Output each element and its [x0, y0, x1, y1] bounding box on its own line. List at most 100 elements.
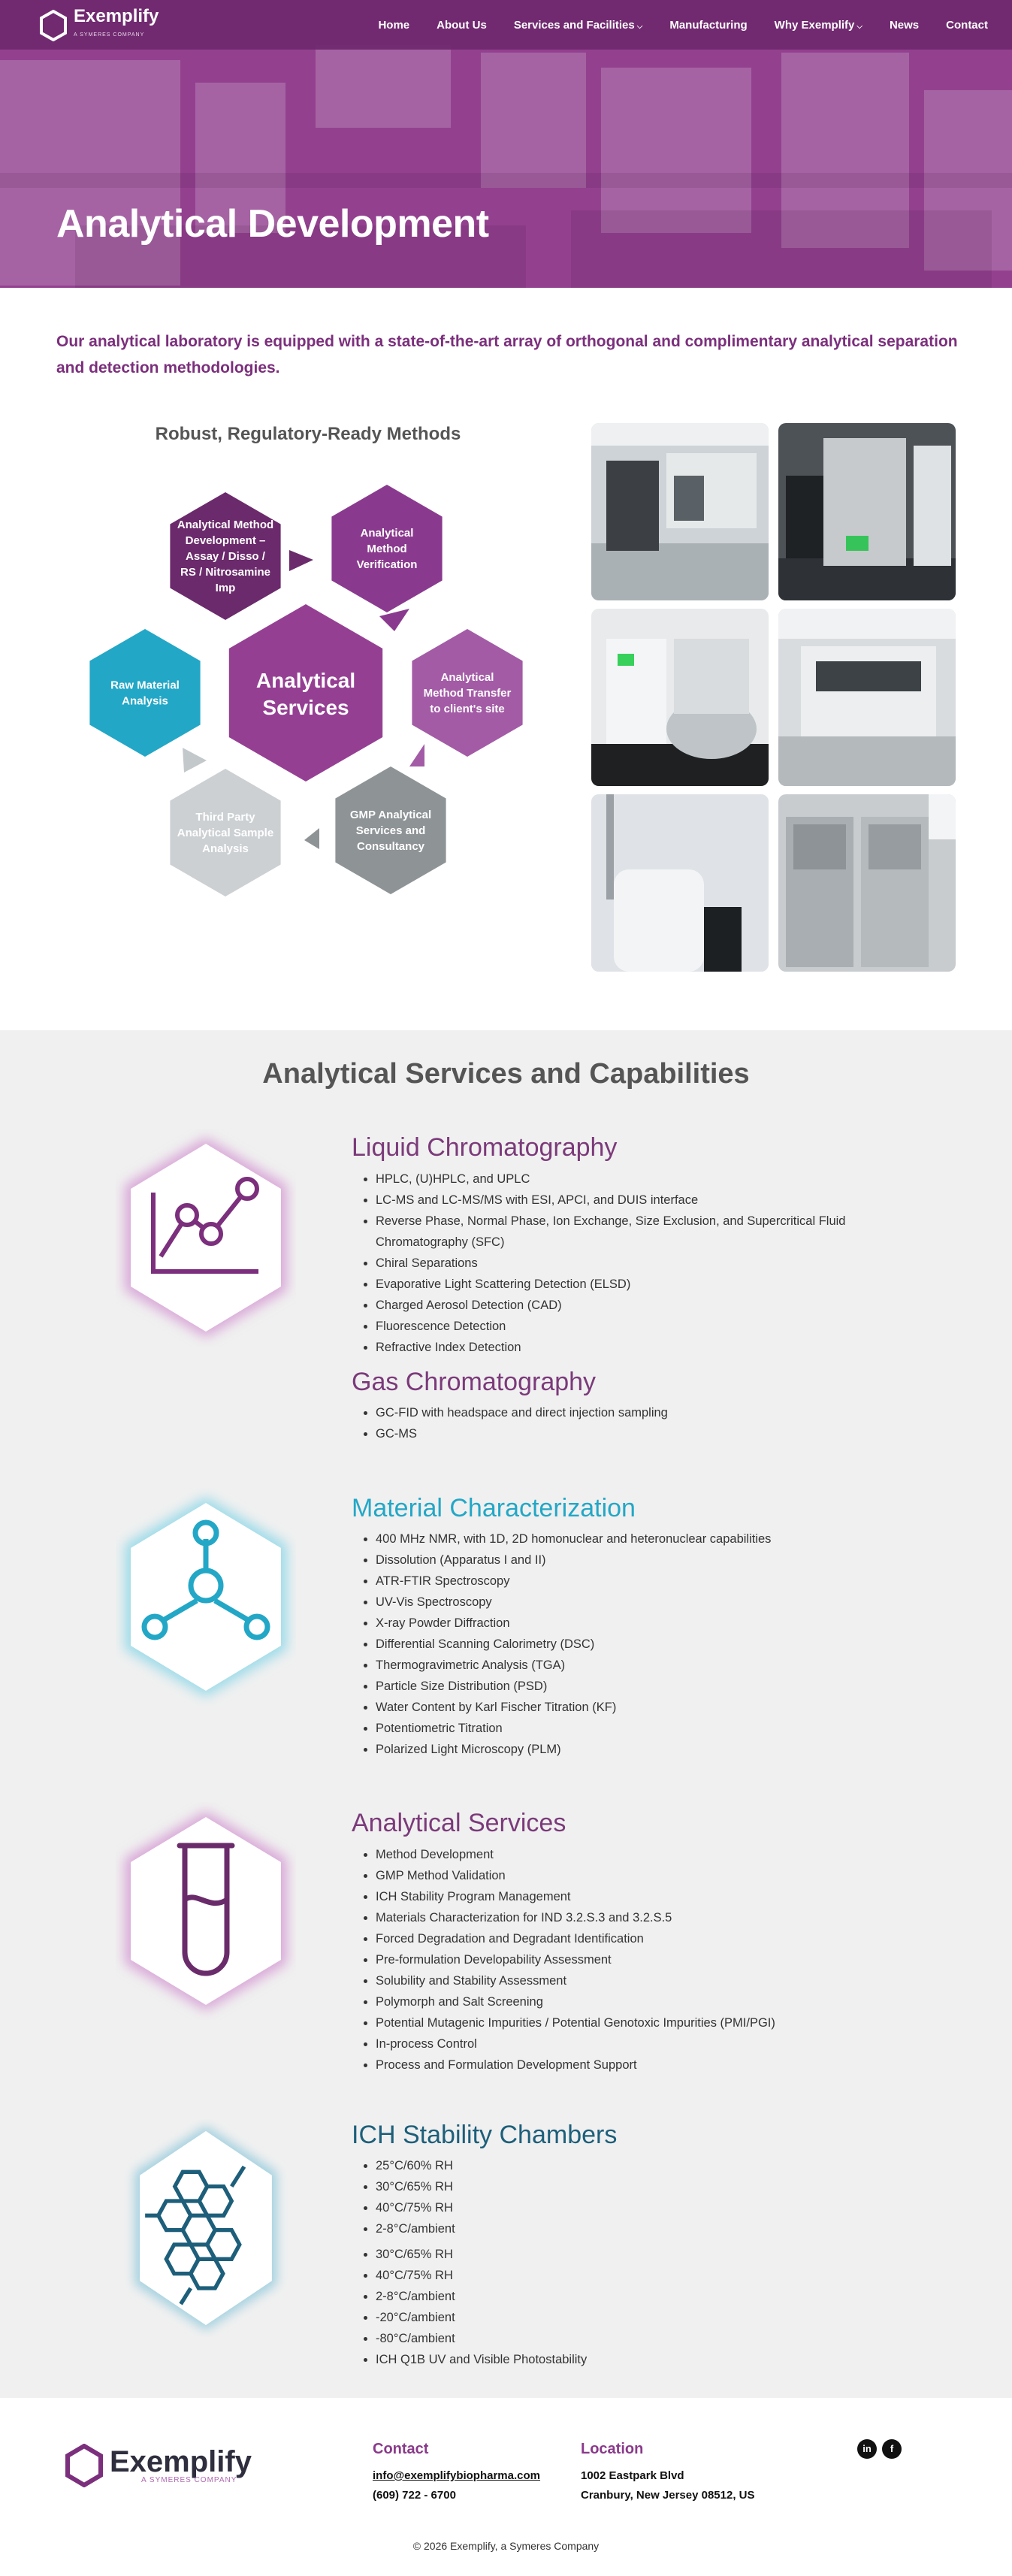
nav-link-services-and-facilities[interactable]: Services and Facilities⌵	[513, 18, 643, 32]
list-item: In-process Control	[364, 2033, 917, 2054]
list-item: Process and Formulation Development Supp…	[364, 2054, 917, 2076]
nav-link-about-us[interactable]: About Us	[437, 18, 487, 32]
intro-text: Our analytical laboratory is equipped wi…	[56, 333, 958, 376]
category-list-gas-chromatography: GC-FID with headspace and direct injecti…	[364, 1402, 917, 1444]
nav-link-contact[interactable]: Contact	[946, 18, 988, 32]
list-item: 400 MHz NMR, with 1D, 2D homonuclear and…	[364, 1528, 917, 1550]
list-item: Polymorph and Salt Screening	[364, 1991, 917, 2012]
arrow-icon	[289, 550, 313, 571]
nav-link-home[interactable]: Home	[378, 18, 410, 32]
list-item: ICH Stability Program Management	[364, 1886, 917, 1907]
line-chart-icon	[125, 1138, 287, 1338]
footer-address-line2: Cranbury, New Jersey 08512, US	[581, 2489, 755, 2502]
list-item: 25°C/60% RH	[364, 2155, 917, 2176]
list-item: Potential Mutagenic Impurities / Potenti…	[364, 2012, 917, 2033]
list-item: 40°C/75% RH	[364, 2265, 917, 2286]
nav-link-manufacturing[interactable]: Manufacturing	[669, 18, 748, 32]
list-item: 2-8°C/ambient	[364, 2218, 917, 2239]
list-item: LC-MS and LC-MS/MS with ESI, APCI, and D…	[364, 1190, 917, 1211]
list-item: Water Content by Karl Fischer Titration …	[364, 1697, 917, 1718]
diagram-node-label: RS / Nitrosamine	[180, 566, 270, 579]
list-item: -80°C/ambient	[364, 2328, 917, 2349]
footer-logo-wordmark: Exemplify	[110, 2444, 252, 2478]
diagram-node-label: Analytical	[361, 527, 414, 540]
list-item: Thermogravimetric Analysis (TGA)	[364, 1655, 917, 1676]
list-item: ICH Q1B UV and Visible Photostability	[364, 2349, 917, 2370]
footer-logo[interactable]: Exemplify A SYMERES COMPANY	[65, 2444, 252, 2487]
list-item: Particle Size Distribution (PSD)	[364, 1676, 917, 1697]
list-item: Evaporative Light Scattering Detection (…	[364, 1274, 917, 1295]
footer-phone: (609) 722 - 6700	[373, 2489, 456, 2502]
footer-location-heading: Location	[581, 2441, 644, 2457]
list-item: Chiral Separations	[364, 1253, 917, 1274]
list-item: Fluorescence Detection	[364, 1316, 917, 1337]
list-item: Charged Aerosol Detection (CAD)	[364, 1295, 917, 1316]
diagram-node-label: Analysis	[122, 695, 168, 708]
lab-photo-autosampler	[778, 609, 956, 786]
footer-address-line1: 1002 Eastpark Blvd	[581, 2469, 684, 2482]
page-title: Analytical Development	[56, 202, 489, 246]
lab-photo-dissolution	[591, 609, 769, 786]
nav-link-news[interactable]: News	[889, 18, 920, 32]
copyright: © 2026 Exemplify, a Symeres Company	[412, 2540, 600, 2552]
diagram-node-label: Analytical Method	[177, 519, 273, 531]
category-title-gas-chromatography: Gas Chromatography	[352, 1368, 597, 1396]
diagram-center-label: Analytical	[256, 669, 355, 692]
nav-link-why-exemplify[interactable]: Why Exemplify⌵	[774, 18, 862, 32]
arrow-icon	[183, 748, 207, 772]
diagram-node-label: Assay / Disso /	[186, 550, 266, 563]
hexagon-logo-icon	[65, 2444, 103, 2487]
category-title-liquid-chromatography: Liquid Chromatography	[352, 1133, 618, 1162]
arrow-icon	[379, 609, 409, 631]
list-item: Reverse Phase, Normal Phase, Ion Exchang…	[364, 1211, 917, 1253]
list-item: Forced Degradation and Degradant Identif…	[364, 1928, 917, 1949]
facebook-icon[interactable]: f	[882, 2439, 902, 2459]
list-item: 30°C/65% RH	[364, 2244, 917, 2265]
category-list-material-characterization: 400 MHz NMR, with 1D, 2D homonuclear and…	[364, 1528, 917, 1760]
list-item-continuation: Chromatography (SFC)	[376, 1235, 505, 1249]
list-item: 30°C/65% RH	[364, 2176, 917, 2197]
logo-tagline: A SYMERES COMPANY	[74, 32, 145, 38]
list-item: GC-FID with headspace and direct injecti…	[364, 1402, 917, 1423]
diagram-node-label: Verification	[357, 558, 418, 571]
list-item: 2-8°C/ambient	[364, 2286, 917, 2307]
test-tube-icon	[125, 1811, 287, 2011]
list-item: GC-MS	[364, 1423, 917, 1444]
diagram-node-label: Services and	[356, 824, 426, 837]
footer-email-link[interactable]: info@exemplifybiopharma.com	[373, 2469, 541, 2482]
lab-photo-grid	[591, 423, 956, 972]
lab-photo-nmr	[591, 794, 769, 972]
list-item: Dissolution (Apparatus I and II)	[364, 1550, 917, 1571]
diagram-title: Robust, Regulatory-Ready Methods	[155, 424, 461, 444]
diagram-node-label: GMP Analytical	[350, 809, 431, 821]
diagram-node-label: Third Party	[195, 811, 255, 824]
honeycomb-icon	[134, 2125, 277, 2331]
diagram-node-label: Method Transfer	[424, 687, 512, 700]
diagram-node-label: Development –	[186, 534, 266, 547]
diagram-node-label: Method	[367, 543, 406, 555]
chevron-down-icon: ⌵	[636, 22, 643, 31]
lab-photo-stability-chambers	[778, 794, 956, 972]
diagram-node-label: Analytical	[441, 671, 494, 684]
diagram-center-label: Services	[262, 696, 349, 719]
lab-photo-hplc-bench	[591, 423, 769, 600]
footer-logo-tagline: A SYMERES COMPANY	[141, 2475, 237, 2484]
list-item: UV-Vis Spectroscopy	[364, 1592, 917, 1613]
list-item: 40°C/75% RH	[364, 2197, 917, 2218]
list-item: Materials Characterization for IND 3.2.S…	[364, 1907, 917, 1928]
footer-contact-heading: Contact	[373, 2441, 429, 2457]
arrow-icon	[304, 828, 319, 849]
site-logo[interactable]: Exemplify A SYMERES COMPANY	[39, 7, 159, 42]
diagram-node-label: Analysis	[202, 842, 249, 855]
linkedin-icon[interactable]: in	[857, 2439, 877, 2459]
list-item: Polarized Light Microscopy (PLM)	[364, 1739, 917, 1760]
